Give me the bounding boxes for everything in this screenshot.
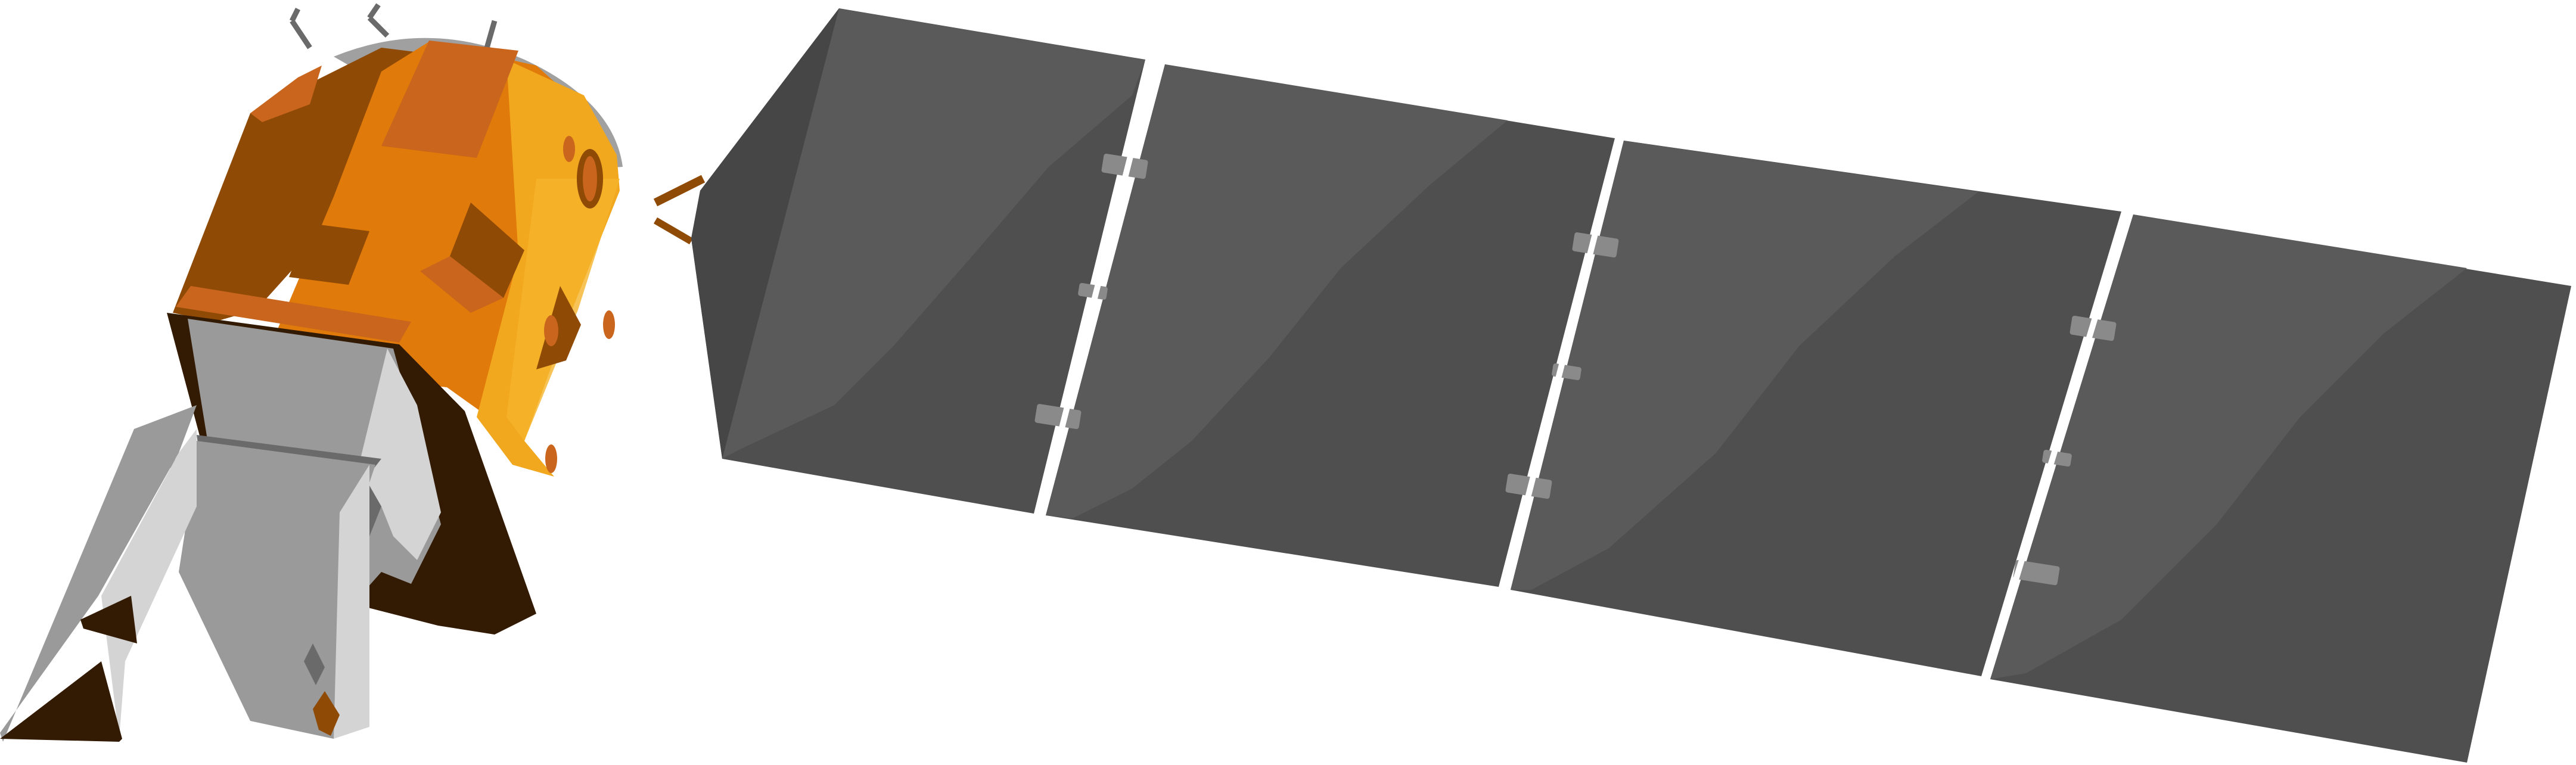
panel-gaps — [1037, 58, 2130, 679]
boom — [653, 175, 706, 245]
satellite-body — [0, 3, 623, 742]
solar-panel-2 — [1046, 64, 1615, 587]
solar-panel-1 — [691, 8, 1145, 514]
solar-panel-3 — [1511, 141, 2121, 676]
